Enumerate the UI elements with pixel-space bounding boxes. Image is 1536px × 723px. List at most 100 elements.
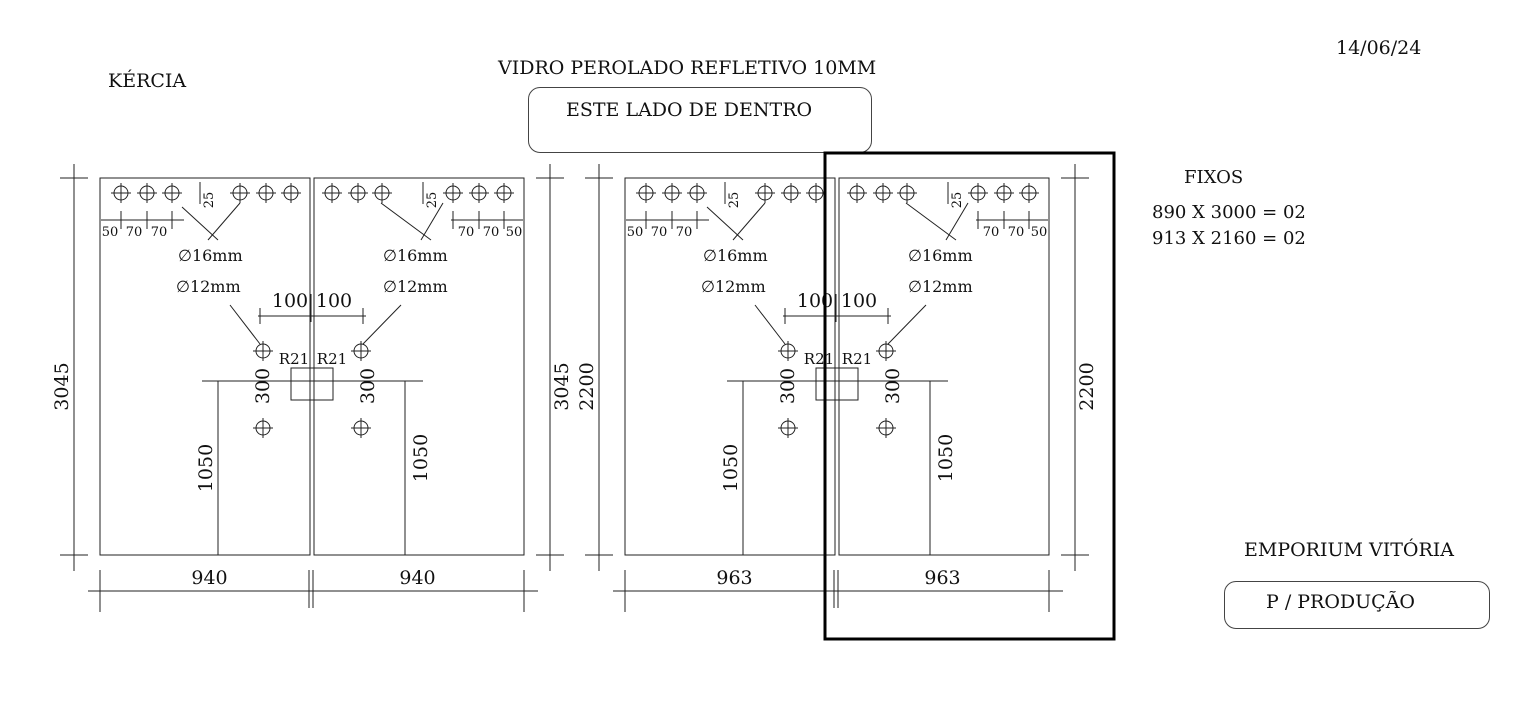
spacing-label: 300 (252, 368, 274, 404)
center-hole (253, 418, 273, 438)
edge-offset-label: 70 (983, 225, 1000, 240)
width-label: 963 (716, 567, 752, 589)
height-label: 3045 (51, 362, 73, 410)
offset-label: 100 (797, 290, 833, 312)
top-hole (322, 183, 342, 203)
top-hole (968, 183, 988, 203)
center-hole (778, 341, 798, 361)
company-name: EMPORIUM VITÓRIA (1244, 539, 1455, 561)
glass-panel (624, 177, 836, 556)
offset-label: 100 (272, 290, 308, 312)
edge-offset-label: 50 (102, 225, 119, 240)
edge-offset-label: 50 (627, 225, 644, 240)
fixos-label: FIXOS (1184, 167, 1244, 188)
top-hole (781, 183, 801, 203)
center-hole (351, 341, 371, 361)
radius-label: R21 (804, 350, 834, 368)
edge-offset-label: 70 (458, 225, 475, 240)
fixos-line-1: 890 X 3000 = 02 (1152, 202, 1306, 223)
leader-line (732, 202, 766, 241)
top-hole (469, 183, 489, 203)
top-offset-label: 25 (202, 192, 217, 209)
top-hole (230, 183, 250, 203)
center-hole (876, 418, 896, 438)
glass-panel (313, 177, 525, 556)
hole-diameter-label: ∅16mm (908, 246, 973, 265)
width-label: 940 (191, 567, 227, 589)
edge-offset-label: 70 (151, 225, 168, 240)
handle-cutout (815, 367, 859, 401)
handle-height-label: 1050 (935, 434, 957, 482)
drawing-title: VIDRO PEROLADO REFLETIVO 10MM (498, 57, 877, 79)
leader-line (362, 304, 402, 345)
width-label: 963 (924, 567, 960, 589)
handle-height-label: 1050 (720, 444, 742, 492)
top-hole (494, 183, 514, 203)
top-offset-label: 25 (727, 192, 742, 209)
date: 14/06/24 (1336, 37, 1422, 59)
top-hole (873, 183, 893, 203)
stamp-box (1224, 581, 1490, 629)
leader-line (887, 304, 927, 345)
side-note-box (528, 87, 872, 153)
top-hole (443, 183, 463, 203)
hole-diameter-label: ∅16mm (178, 246, 243, 265)
top-hole (137, 183, 157, 203)
leader-line (229, 304, 261, 345)
top-hole (372, 183, 392, 203)
leader-line (420, 202, 444, 241)
center-hole (876, 341, 896, 361)
radius-label: R21 (279, 350, 309, 368)
top-hole (162, 183, 182, 203)
fixos-line-2: 913 X 2160 = 02 (1152, 228, 1306, 249)
top-hole (662, 183, 682, 203)
offset-label: 100 (841, 290, 877, 312)
radius-label: R21 (842, 350, 872, 368)
handle-height-label: 1050 (410, 434, 432, 482)
spacing-label: 300 (357, 368, 379, 404)
hole-diameter-label: ∅12mm (701, 277, 766, 296)
top-hole (281, 183, 301, 203)
leader-line (945, 202, 969, 241)
top-hole (755, 183, 775, 203)
top-hole (111, 183, 131, 203)
leader-line (754, 304, 786, 345)
top-hole (348, 183, 368, 203)
glass-panel (838, 177, 1050, 556)
center-hole (253, 341, 273, 361)
top-offset-label: 25 (425, 192, 440, 209)
highlight-frame (823, 151, 1116, 641)
top-hole (1019, 183, 1039, 203)
leader-line (380, 202, 432, 241)
top-hole (994, 183, 1014, 203)
edge-offset-label: 70 (676, 225, 693, 240)
spacing-label: 300 (882, 368, 904, 404)
height-label: 2200 (1076, 362, 1098, 410)
hole-diameter-label: ∅16mm (703, 246, 768, 265)
radius-label: R21 (317, 350, 347, 368)
top-hole (687, 183, 707, 203)
edge-offset-label: 70 (1008, 225, 1025, 240)
center-hole (351, 418, 371, 438)
leader-line (181, 206, 219, 241)
edge-offset-label: 70 (126, 225, 143, 240)
leader-line (207, 202, 241, 241)
spacing-label: 300 (777, 368, 799, 404)
side-note: ESTE LADO DE DENTRO (566, 99, 813, 121)
height-label: 2200 (576, 362, 598, 410)
hole-diameter-label: ∅16mm (383, 246, 448, 265)
edge-offset-label: 70 (651, 225, 668, 240)
edge-offset-label: 50 (506, 225, 523, 240)
top-hole (847, 183, 867, 203)
hole-diameter-label: ∅12mm (908, 277, 973, 296)
top-offset-label: 25 (950, 192, 965, 209)
top-hole (806, 183, 826, 203)
center-hole (778, 418, 798, 438)
leader-line (706, 206, 744, 241)
width-label: 940 (399, 567, 435, 589)
offset-label: 100 (316, 290, 352, 312)
top-hole (256, 183, 276, 203)
